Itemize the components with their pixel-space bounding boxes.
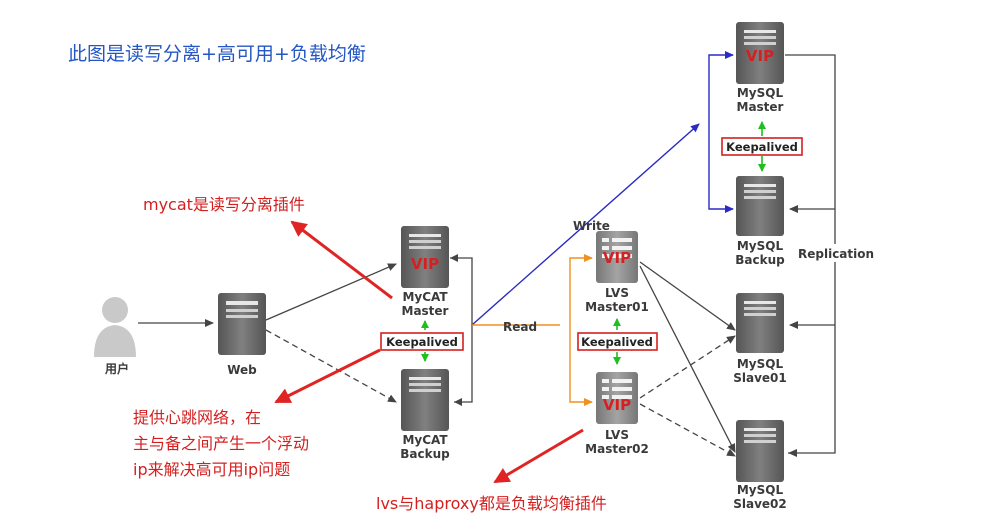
- mysql-slave1-label-2: Slave01: [733, 371, 787, 385]
- edge-lvs2-slave2: [639, 403, 736, 457]
- mysql-slave2-label-1: MySQL: [737, 483, 784, 497]
- lvs-master-vip: VIP: [603, 249, 631, 267]
- mysql-slave2-server-icon: [736, 420, 784, 482]
- keepalived-note-line-1: 提供心跳网络，在: [133, 408, 261, 427]
- mysql-master-label-2: Master: [737, 100, 784, 114]
- web-label: Web: [227, 363, 257, 377]
- lvs-backup-server-icon: [596, 372, 638, 424]
- lvs-master-server-icon: [596, 231, 638, 283]
- mysql-master-label-1: MySQL: [737, 86, 784, 100]
- mysql-master-server-icon: [736, 22, 784, 84]
- diagram-title: 此图是读写分离+高可用+负载均衡: [68, 43, 366, 65]
- lvs-note: lvs与haproxy都是负载均衡插件: [376, 494, 607, 513]
- keepalived-note-line-3: ip来解决高可用ip问题: [133, 460, 290, 479]
- lvs-master-label-1: LVS: [605, 286, 629, 300]
- lvs-backup-label-1: LVS: [605, 428, 629, 442]
- replication-label: Replication: [798, 247, 874, 261]
- lvs-keepalived-box: [577, 332, 658, 351]
- write-label: Write: [573, 219, 610, 233]
- lvs-backup-label-2: Master02: [585, 442, 649, 456]
- edge-lvs2-slave1: [639, 335, 736, 399]
- edge-web-mycat-backup: [265, 329, 397, 403]
- mycat-keepalived-label: Keepalived: [386, 335, 458, 349]
- mycat-master-server-icon: [401, 226, 449, 288]
- mycat-note-arrow: [290, 220, 393, 300]
- web-server-icon: [218, 293, 266, 355]
- lvs-backup-vip: VIP: [603, 396, 631, 414]
- mycat-backup-server-icon: [401, 369, 449, 431]
- mycat-master-label-2: Master: [402, 304, 449, 318]
- edge-lvs1-slave1: [639, 261, 736, 331]
- mysql-backup-label-1: MySQL: [737, 239, 784, 253]
- lvs-note-arrow: [493, 428, 584, 484]
- mycat-master-label-1: MyCAT: [402, 290, 448, 304]
- mycat-backup-label-1: MyCAT: [402, 433, 448, 447]
- write-bracket: [708, 54, 733, 210]
- mycat-bracket: [450, 257, 473, 403]
- edge-web-mycat-master: [265, 263, 397, 321]
- lvs-master-label-2: Master01: [585, 300, 649, 314]
- mysql-slave1-label-1: MySQL: [737, 357, 784, 371]
- edge-lvs1-slave2: [639, 265, 736, 453]
- mysql-keepalived-label: Keepalived: [726, 140, 798, 154]
- mysql-keepalived-box: [721, 137, 803, 156]
- keepalived-note-arrow: [274, 348, 381, 404]
- mysql-slave2-label-2: Slave02: [733, 497, 787, 511]
- mycat-backup-label-2: Backup: [400, 447, 450, 461]
- mysql-master-vip: VIP: [746, 47, 774, 65]
- lvs-keepalived-label: Keepalived: [581, 335, 653, 349]
- mycat-keepalived-box: [380, 332, 464, 351]
- mysql-backup-label-2: Backup: [735, 253, 785, 267]
- user-label: 用户: [104, 361, 129, 376]
- mycat-master-vip: VIP: [411, 255, 439, 273]
- user-icon: [94, 297, 136, 357]
- read-label: Read: [503, 320, 537, 334]
- keepalived-note-line-2: 主与备之间产生一个浮动: [133, 434, 309, 453]
- mysql-slave1-server-icon: [736, 293, 784, 353]
- mysql-backup-server-icon: [736, 176, 784, 236]
- mycat-note: mycat是读写分离插件: [143, 195, 305, 214]
- edge-write: [471, 123, 700, 326]
- read-bracket: [569, 257, 592, 403]
